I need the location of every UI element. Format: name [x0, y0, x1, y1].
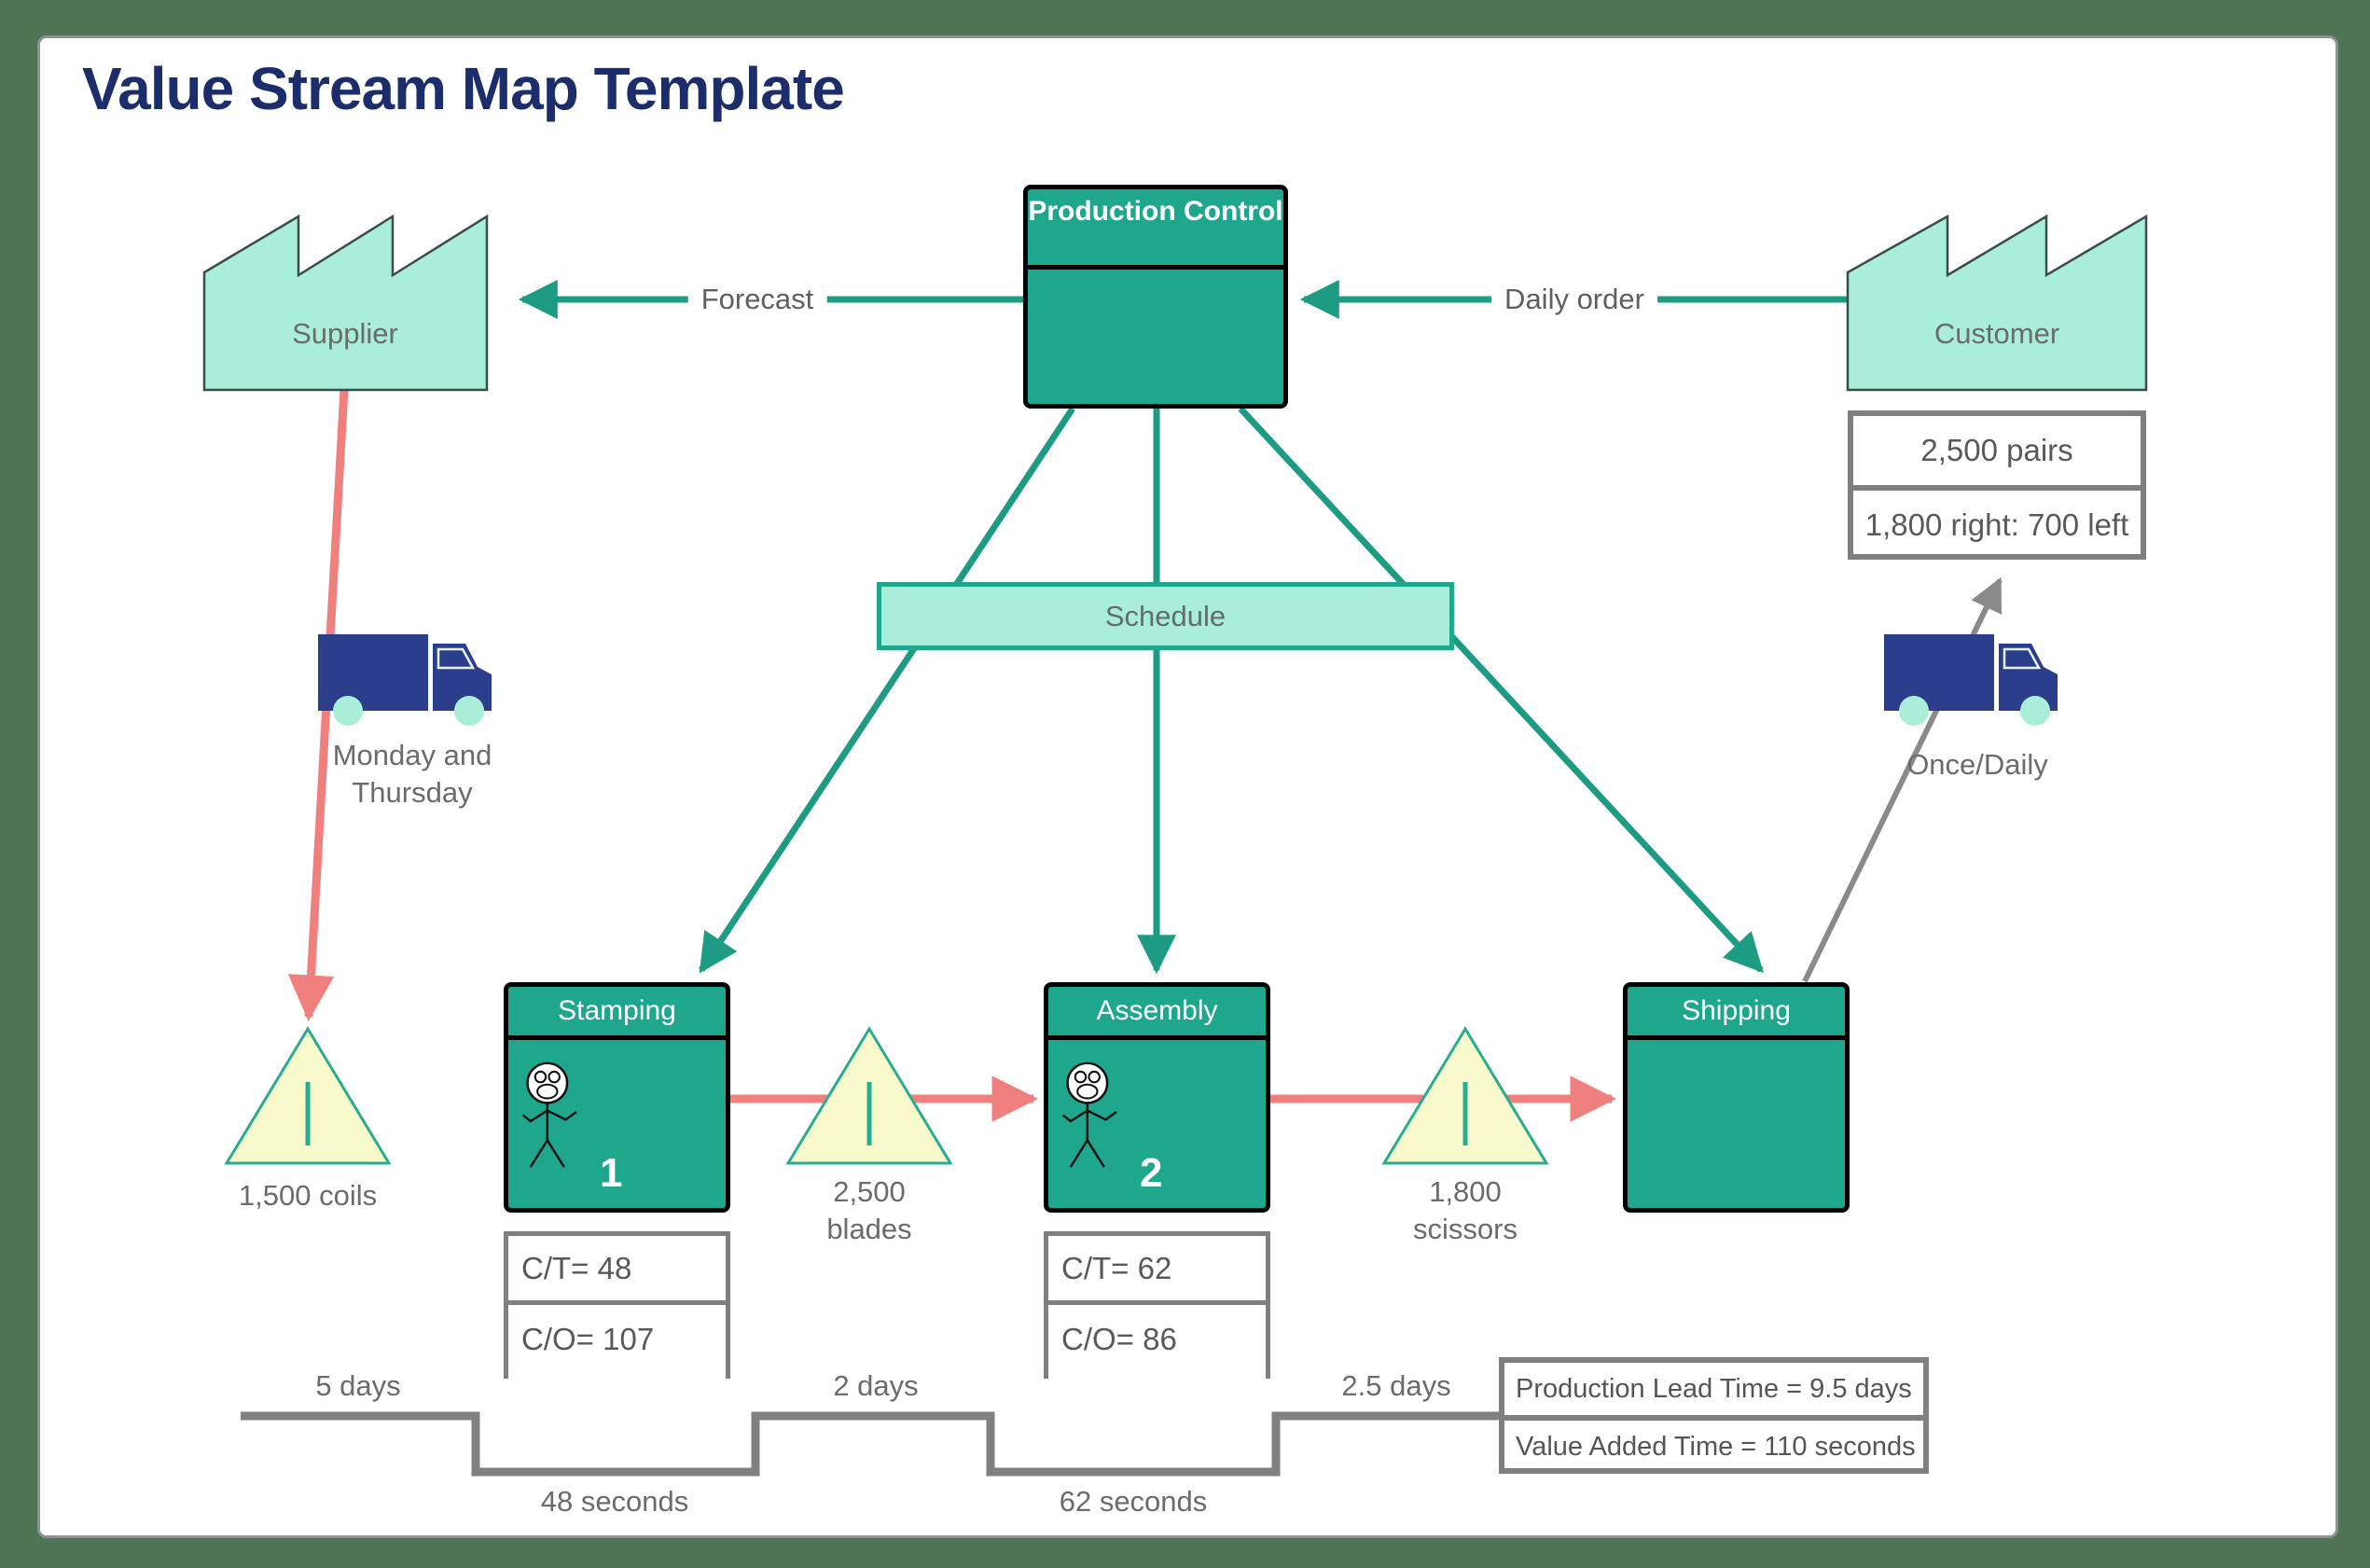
- assembly-label: Assembly: [1048, 987, 1266, 1040]
- customer-demand-split: 1,800 right: 700 left: [1864, 507, 2129, 542]
- scissors-inventory-label: 1,800 scissors: [1413, 1175, 1518, 1245]
- supplier-truck-schedule: Monday and Thursday: [332, 739, 492, 809]
- lead-time-summary-box[interactable]: Production Lead Time = 9.5 days Value Ad…: [1499, 1357, 1929, 1474]
- assembly-operator-count: 2: [1140, 1150, 1163, 1196]
- customer-demand-box[interactable]: 2,500 pairs 1,800 right: 700 left: [1848, 410, 2146, 560]
- stamping-operator-count: 1: [600, 1150, 623, 1196]
- shipping-label: Shipping: [1628, 987, 1845, 1040]
- supplier-label: Supplier: [292, 317, 398, 350]
- operator-icon: [1061, 1062, 1117, 1168]
- stamping-changeover-time: C/O= 107: [521, 1322, 655, 1356]
- daily-order-label: Daily order: [1491, 283, 1657, 316]
- assembly-cycle-time: C/T= 62: [1048, 1236, 1266, 1305]
- assembly-changeover-time: C/O= 86: [1061, 1322, 1177, 1356]
- shipping-process-box[interactable]: Shipping: [1623, 982, 1850, 1213]
- timeline-wait-3: 2.5 days: [1341, 1369, 1451, 1402]
- customer-label: Customer: [1933, 317, 2060, 350]
- customer-demand-pairs: 2,500 pairs: [1853, 416, 2141, 491]
- stamping-data-box[interactable]: C/T= 48 C/O= 107: [504, 1231, 730, 1379]
- timeline-wait-2: 2 days: [833, 1369, 919, 1402]
- timeline-process-1: 48 seconds: [540, 1485, 689, 1518]
- page-title: Value Stream Map Template: [82, 55, 845, 122]
- forecast-label: Forecast: [687, 283, 827, 316]
- assembly-data-box[interactable]: C/T= 62 C/O= 86: [1044, 1231, 1270, 1379]
- operator-icon: [521, 1062, 577, 1168]
- timeline-process-2: 62 seconds: [1059, 1485, 1208, 1518]
- schedule-label: Schedule: [1104, 599, 1227, 632]
- assembly-process-box[interactable]: Assembly 2: [1044, 982, 1270, 1213]
- coils-inventory-label: 1,500 coils: [238, 1179, 378, 1212]
- stamping-process-box[interactable]: Stamping 1: [504, 982, 730, 1213]
- production-lead-time: Production Lead Time = 9.5 days: [1504, 1363, 1923, 1421]
- stamping-cycle-time: C/T= 48: [508, 1236, 726, 1305]
- customer-truck-schedule: Once/Daily: [1906, 748, 2048, 781]
- timeline-wait-1: 5 days: [315, 1369, 401, 1402]
- blades-inventory-label: 2,500 blades: [826, 1175, 912, 1245]
- production-control-box[interactable]: Production Control: [1023, 185, 1288, 409]
- schedule-box[interactable]: Schedule: [877, 582, 1454, 650]
- stamping-label: Stamping: [508, 987, 726, 1040]
- value-added-time: Value Added Time = 110 seconds: [1516, 1431, 1916, 1462]
- production-control-label: Production Control: [1028, 189, 1283, 270]
